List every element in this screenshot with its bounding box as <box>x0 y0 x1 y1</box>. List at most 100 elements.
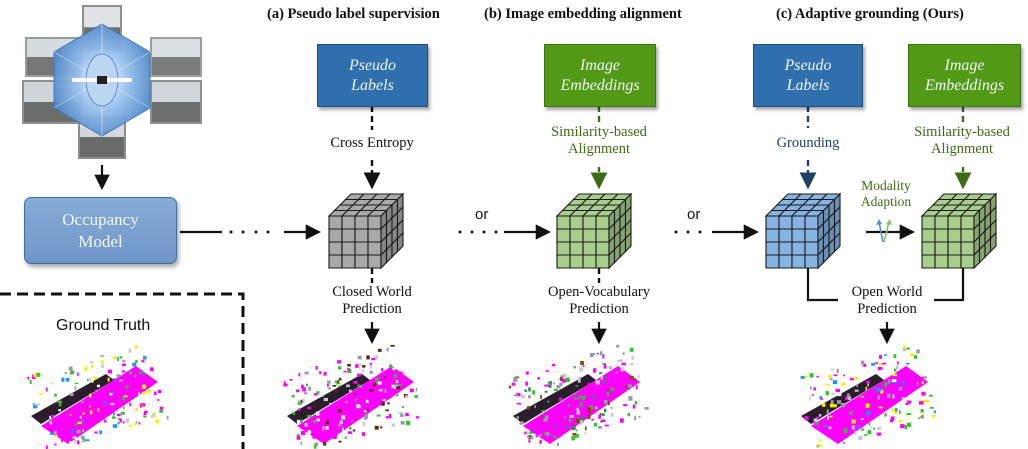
point <box>301 384 304 389</box>
point <box>545 415 549 420</box>
point <box>74 439 77 444</box>
point <box>916 349 920 354</box>
point <box>888 379 891 384</box>
point <box>396 386 401 390</box>
point <box>297 433 300 436</box>
box-line-2: Embeddings <box>560 76 640 94</box>
point <box>809 373 814 378</box>
cube-face <box>556 254 571 269</box>
point <box>574 415 578 419</box>
point <box>918 401 924 405</box>
point <box>833 404 837 408</box>
point <box>116 413 121 417</box>
point <box>813 418 818 423</box>
point <box>577 379 581 383</box>
point <box>82 412 85 415</box>
point <box>319 371 322 374</box>
point <box>826 382 829 386</box>
point <box>354 393 356 395</box>
point <box>854 430 857 435</box>
point <box>61 439 63 443</box>
point <box>122 397 125 401</box>
point <box>144 410 148 414</box>
point <box>623 404 628 407</box>
point <box>545 370 549 373</box>
point <box>560 376 563 382</box>
point <box>559 431 561 434</box>
point <box>283 381 286 386</box>
point <box>74 382 79 385</box>
point <box>306 383 308 387</box>
point <box>571 425 576 431</box>
point <box>378 348 382 352</box>
point <box>339 420 343 425</box>
point <box>539 439 542 444</box>
point <box>562 373 567 377</box>
point <box>871 363 876 366</box>
point <box>119 379 123 382</box>
point <box>95 390 99 395</box>
point <box>883 382 887 387</box>
point <box>932 414 936 418</box>
point <box>829 415 833 418</box>
point <box>333 378 337 381</box>
point <box>138 385 141 390</box>
point <box>366 408 369 412</box>
point <box>378 389 383 392</box>
point <box>81 401 84 403</box>
point <box>584 432 587 435</box>
point <box>117 421 120 425</box>
similarity-line-2: Alignment <box>567 140 631 157</box>
point <box>552 363 555 367</box>
point <box>74 423 79 426</box>
point <box>97 422 100 425</box>
point <box>858 435 863 441</box>
cube-face <box>765 241 780 256</box>
point <box>89 393 92 398</box>
point <box>901 381 905 386</box>
point <box>586 414 591 419</box>
point <box>917 417 920 420</box>
point <box>40 434 44 438</box>
modality-adaption-icon <box>876 219 892 243</box>
point <box>82 437 85 441</box>
point <box>603 364 607 369</box>
point <box>571 436 576 441</box>
point <box>341 415 346 420</box>
point <box>804 375 807 379</box>
ground-truth-title: Ground Truth <box>56 317 151 334</box>
point <box>832 380 837 385</box>
box-line-1: Pseudo <box>784 57 832 75</box>
point <box>580 360 584 366</box>
cube-face <box>934 254 949 269</box>
cube-face <box>921 215 936 230</box>
point <box>861 428 865 431</box>
point <box>913 384 916 387</box>
point <box>579 416 584 421</box>
cube-face <box>804 241 819 256</box>
point <box>833 374 838 377</box>
point <box>849 377 854 381</box>
point <box>149 402 153 406</box>
point <box>166 415 169 420</box>
point <box>619 418 624 423</box>
point <box>136 399 140 402</box>
cube-face <box>947 254 962 269</box>
point <box>103 401 107 405</box>
point <box>135 359 138 363</box>
cube-face <box>960 254 975 269</box>
point <box>345 401 348 403</box>
point <box>575 433 579 438</box>
point <box>306 439 310 445</box>
point <box>596 352 600 355</box>
cube-face <box>765 254 780 269</box>
point <box>922 376 927 379</box>
point <box>817 444 822 448</box>
point <box>144 379 147 382</box>
point <box>384 375 387 380</box>
point <box>601 380 606 386</box>
point <box>399 371 403 375</box>
point <box>35 403 40 406</box>
point <box>589 353 594 358</box>
point <box>598 425 602 429</box>
